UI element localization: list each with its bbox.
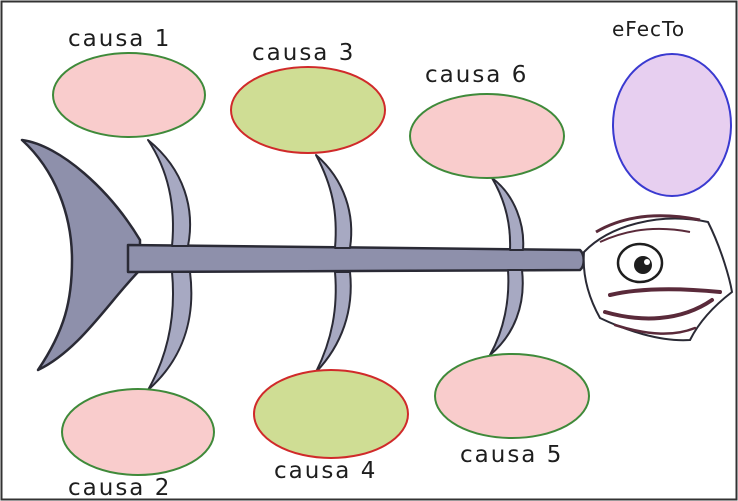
causa-2-label: causa 2: [68, 475, 171, 501]
causa-5-label: causa 5: [460, 442, 563, 468]
efecto-label: eFecTo: [612, 17, 685, 41]
fish-eye-shine: [644, 259, 650, 265]
causa-1-ellipse[interactable]: [53, 53, 205, 137]
causa-4-ellipse[interactable]: [254, 370, 408, 458]
fish-pupil: [634, 256, 652, 274]
causa-2-ellipse[interactable]: [62, 389, 214, 475]
efecto-ellipse[interactable]: [613, 54, 731, 196]
causa-5-ellipse[interactable]: [435, 354, 589, 438]
causa-3-label: causa 3: [252, 40, 355, 66]
causa-6-label: causa 6: [425, 62, 528, 88]
causa-6-ellipse[interactable]: [410, 94, 564, 178]
causa-1-label: causa 1: [68, 26, 171, 52]
causa-4-label: causa 4: [274, 458, 377, 484]
causa-3-ellipse[interactable]: [231, 67, 385, 153]
